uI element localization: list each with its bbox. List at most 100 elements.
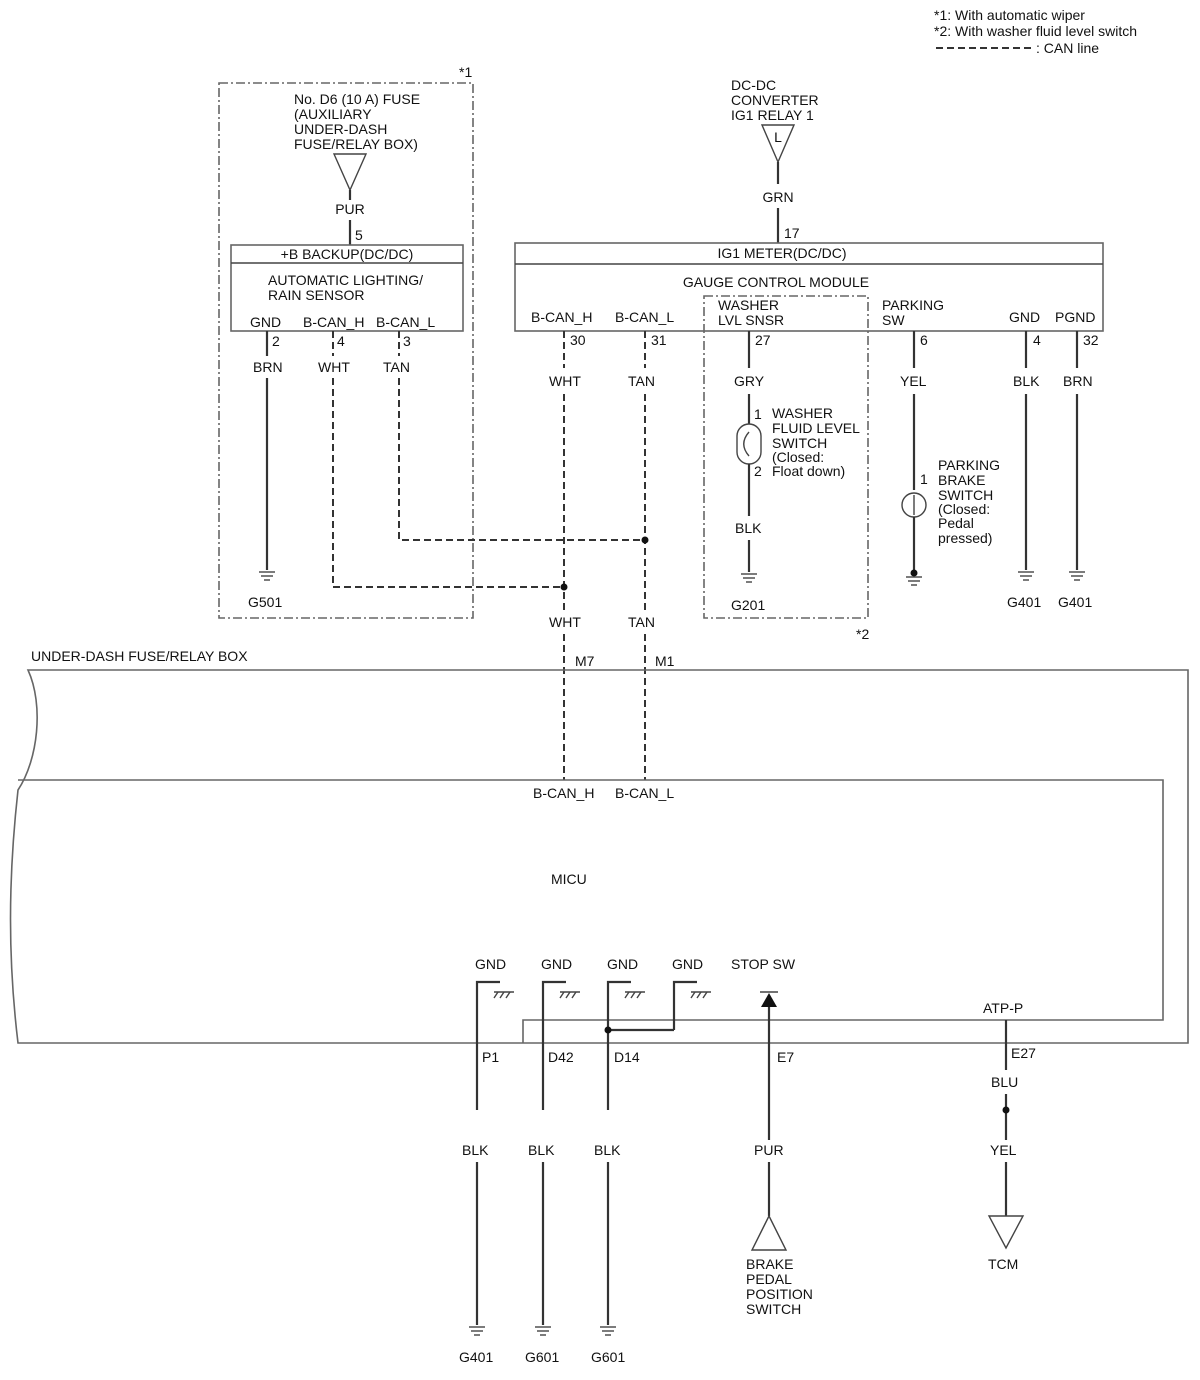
micu-gnd-label-3: GND <box>607 956 638 972</box>
atp-wire-splice-dot <box>1002 1106 1010 1114</box>
can-h-junction-dot <box>560 583 568 591</box>
micu-pin-p1: P1 <box>482 1049 499 1065</box>
tcm-label: TCM <box>988 1256 1018 1272</box>
brake-switch-label-2: PEDAL <box>746 1271 792 1287</box>
ground-g201-icon <box>741 573 757 583</box>
micu-box <box>18 779 1164 1043</box>
gcm-pin-6: 6 <box>920 332 928 348</box>
wire-label-grn: GRN <box>762 189 793 205</box>
wire-label-blk-g601-b: BLK <box>594 1142 621 1158</box>
gcm-pin-27: 27 <box>755 332 771 348</box>
washer-switch-pin-1: 1 <box>754 406 762 422</box>
gcm-pin-4: 4 <box>1033 332 1041 348</box>
optional-marker-1: *1 <box>459 64 472 80</box>
gcm-terminal-parking-line1: PARKING <box>882 297 944 313</box>
gcm-power-label: IG1 METER(DC/DC) <box>717 245 846 261</box>
wire-label-yel-tcm: YEL <box>990 1142 1017 1158</box>
parking-switch-ground-dot <box>910 569 918 577</box>
washer-switch-label-2: FLUID LEVEL <box>772 420 860 436</box>
rain-sensor-terminal-gnd: GND <box>250 314 281 330</box>
gcm-terminal-pgnd: PGND <box>1055 309 1095 325</box>
stop-sw-diode-icon <box>760 991 778 1007</box>
legend-note-1: *1: With automatic wiper <box>934 7 1085 23</box>
legend-note-2: *2: With washer fluid level switch <box>934 23 1137 39</box>
gcm-terminal-parking-line2: SW <box>882 312 905 328</box>
pin-m7-label: M7 <box>575 653 595 669</box>
ground-g601-a-icon <box>535 1326 551 1336</box>
optional-box-washer-switch <box>703 295 869 619</box>
dcdc-label-line1: DC-DC <box>731 77 776 93</box>
fuse-d6-label-line3: UNDER-DASH <box>294 121 387 137</box>
ground-g401-micu-icon <box>469 1326 485 1336</box>
ground-g601-b-icon <box>600 1326 616 1336</box>
wire-label-blk-g601-a: BLK <box>528 1142 555 1158</box>
gcm-terminal-can-l: B-CAN_L <box>615 309 674 325</box>
rain-sensor-name-line1: AUTOMATIC LIGHTING/ <box>268 272 423 288</box>
pin-5-label: 5 <box>355 227 363 243</box>
ground-label-g501: G501 <box>248 594 282 610</box>
rain-sensor-pin-3: 3 <box>403 333 411 349</box>
ground-label-g401-pgnd: G401 <box>1058 594 1092 610</box>
washer-switch-pin-2: 2 <box>754 463 762 479</box>
rain-sensor-pin-2: 2 <box>272 333 280 349</box>
rain-sensor-pin-4: 4 <box>337 333 345 349</box>
micu-internal-ground-icon-1 <box>475 980 514 1110</box>
wire-label-gry: GRY <box>734 373 765 389</box>
tcm-triangle-icon <box>987 1215 1025 1250</box>
gcm-pin-30: 30 <box>570 332 586 348</box>
micu-internal-ground-icon-3 <box>606 980 645 1110</box>
ground-label-g601-b: G601 <box>591 1349 625 1365</box>
micu-gnd-label-4: GND <box>672 956 703 972</box>
wire-label-wht-lower: WHT <box>549 614 581 630</box>
parking-switch-label-3: SWITCH <box>938 487 993 503</box>
parking-switch-label-2: BRAKE <box>938 472 985 488</box>
micu-ground-bridge-dot <box>604 1026 612 1034</box>
wire-label-brn-rain: BRN <box>253 359 283 375</box>
washer-switch-label-1: WASHER <box>772 405 833 421</box>
fuse-d6-label-line4: FUSE/RELAY BOX) <box>294 136 418 152</box>
micu-pin-d14: D14 <box>614 1049 640 1065</box>
wire-label-blk-g401: BLK <box>462 1142 489 1158</box>
rain-sensor-name-line2: RAIN SENSOR <box>268 287 364 303</box>
wire-label-tan-lower: TAN <box>628 614 655 630</box>
brake-switch-label-1: BRAKE <box>746 1256 793 1272</box>
wire-label-tan-rain: TAN <box>383 359 410 375</box>
dcdc-triangle-icon <box>760 124 796 164</box>
parking-switch-label-6: pressed) <box>938 530 992 546</box>
ground-label-g401-gcm-gnd: G401 <box>1007 594 1041 610</box>
gauge-control-module-box <box>514 242 1104 332</box>
brake-switch-label-3: POSITION <box>746 1286 813 1302</box>
rain-sensor-terminal-can-l: B-CAN_L <box>376 314 435 330</box>
wire-label-wht-gcm: WHT <box>549 373 581 389</box>
underdash-fuse-relay-box <box>9 669 1189 1044</box>
pin-17-label: 17 <box>784 225 800 241</box>
wire-label-pur: PUR <box>335 201 365 217</box>
micu-can-h-label: B-CAN_H <box>533 785 594 801</box>
can-h-rain-route <box>332 378 564 588</box>
micu-gnd-label-1: GND <box>475 956 506 972</box>
dcdc-connector-letter: L <box>774 129 782 145</box>
legend: *1: With automatic wiper *2: With washer… <box>934 7 1137 56</box>
rain-sensor-terminal-can-h: B-CAN_H <box>303 314 364 330</box>
ground-label-g401-micu: G401 <box>459 1349 493 1365</box>
gcm-pin-32: 32 <box>1083 332 1099 348</box>
parking-switch-label-5: Pedal <box>938 515 974 531</box>
ground-g401-gcm-icon <box>1018 571 1034 581</box>
ground-g501-icon <box>259 571 275 581</box>
optional-box-automatic-wiper <box>218 82 474 619</box>
micu-stop-sw-label: STOP SW <box>731 956 796 972</box>
parking-brake-switch-icon <box>901 492 927 518</box>
brake-switch-label-4: SWITCH <box>746 1301 801 1317</box>
wire-label-pur-stop: PUR <box>754 1142 784 1158</box>
parking-switch-pin-1: 1 <box>920 471 928 487</box>
parking-switch-label-4: (Closed: <box>938 501 990 517</box>
wire-label-yel-parking: YEL <box>900 373 927 389</box>
gcm-terminal-can-h: B-CAN_H <box>531 309 592 325</box>
micu-internal-ground-icon-2 <box>541 980 580 1110</box>
legend-can-line-label: : CAN line <box>1036 40 1099 56</box>
can-l-rain-route <box>398 378 645 541</box>
parking-switch-body-ground-icon <box>906 576 922 586</box>
rain-sensor-power-label: +B BACKUP(DC/DC) <box>281 246 414 262</box>
fuse-d6-label-line2: (AUXILIARY <box>294 106 372 122</box>
